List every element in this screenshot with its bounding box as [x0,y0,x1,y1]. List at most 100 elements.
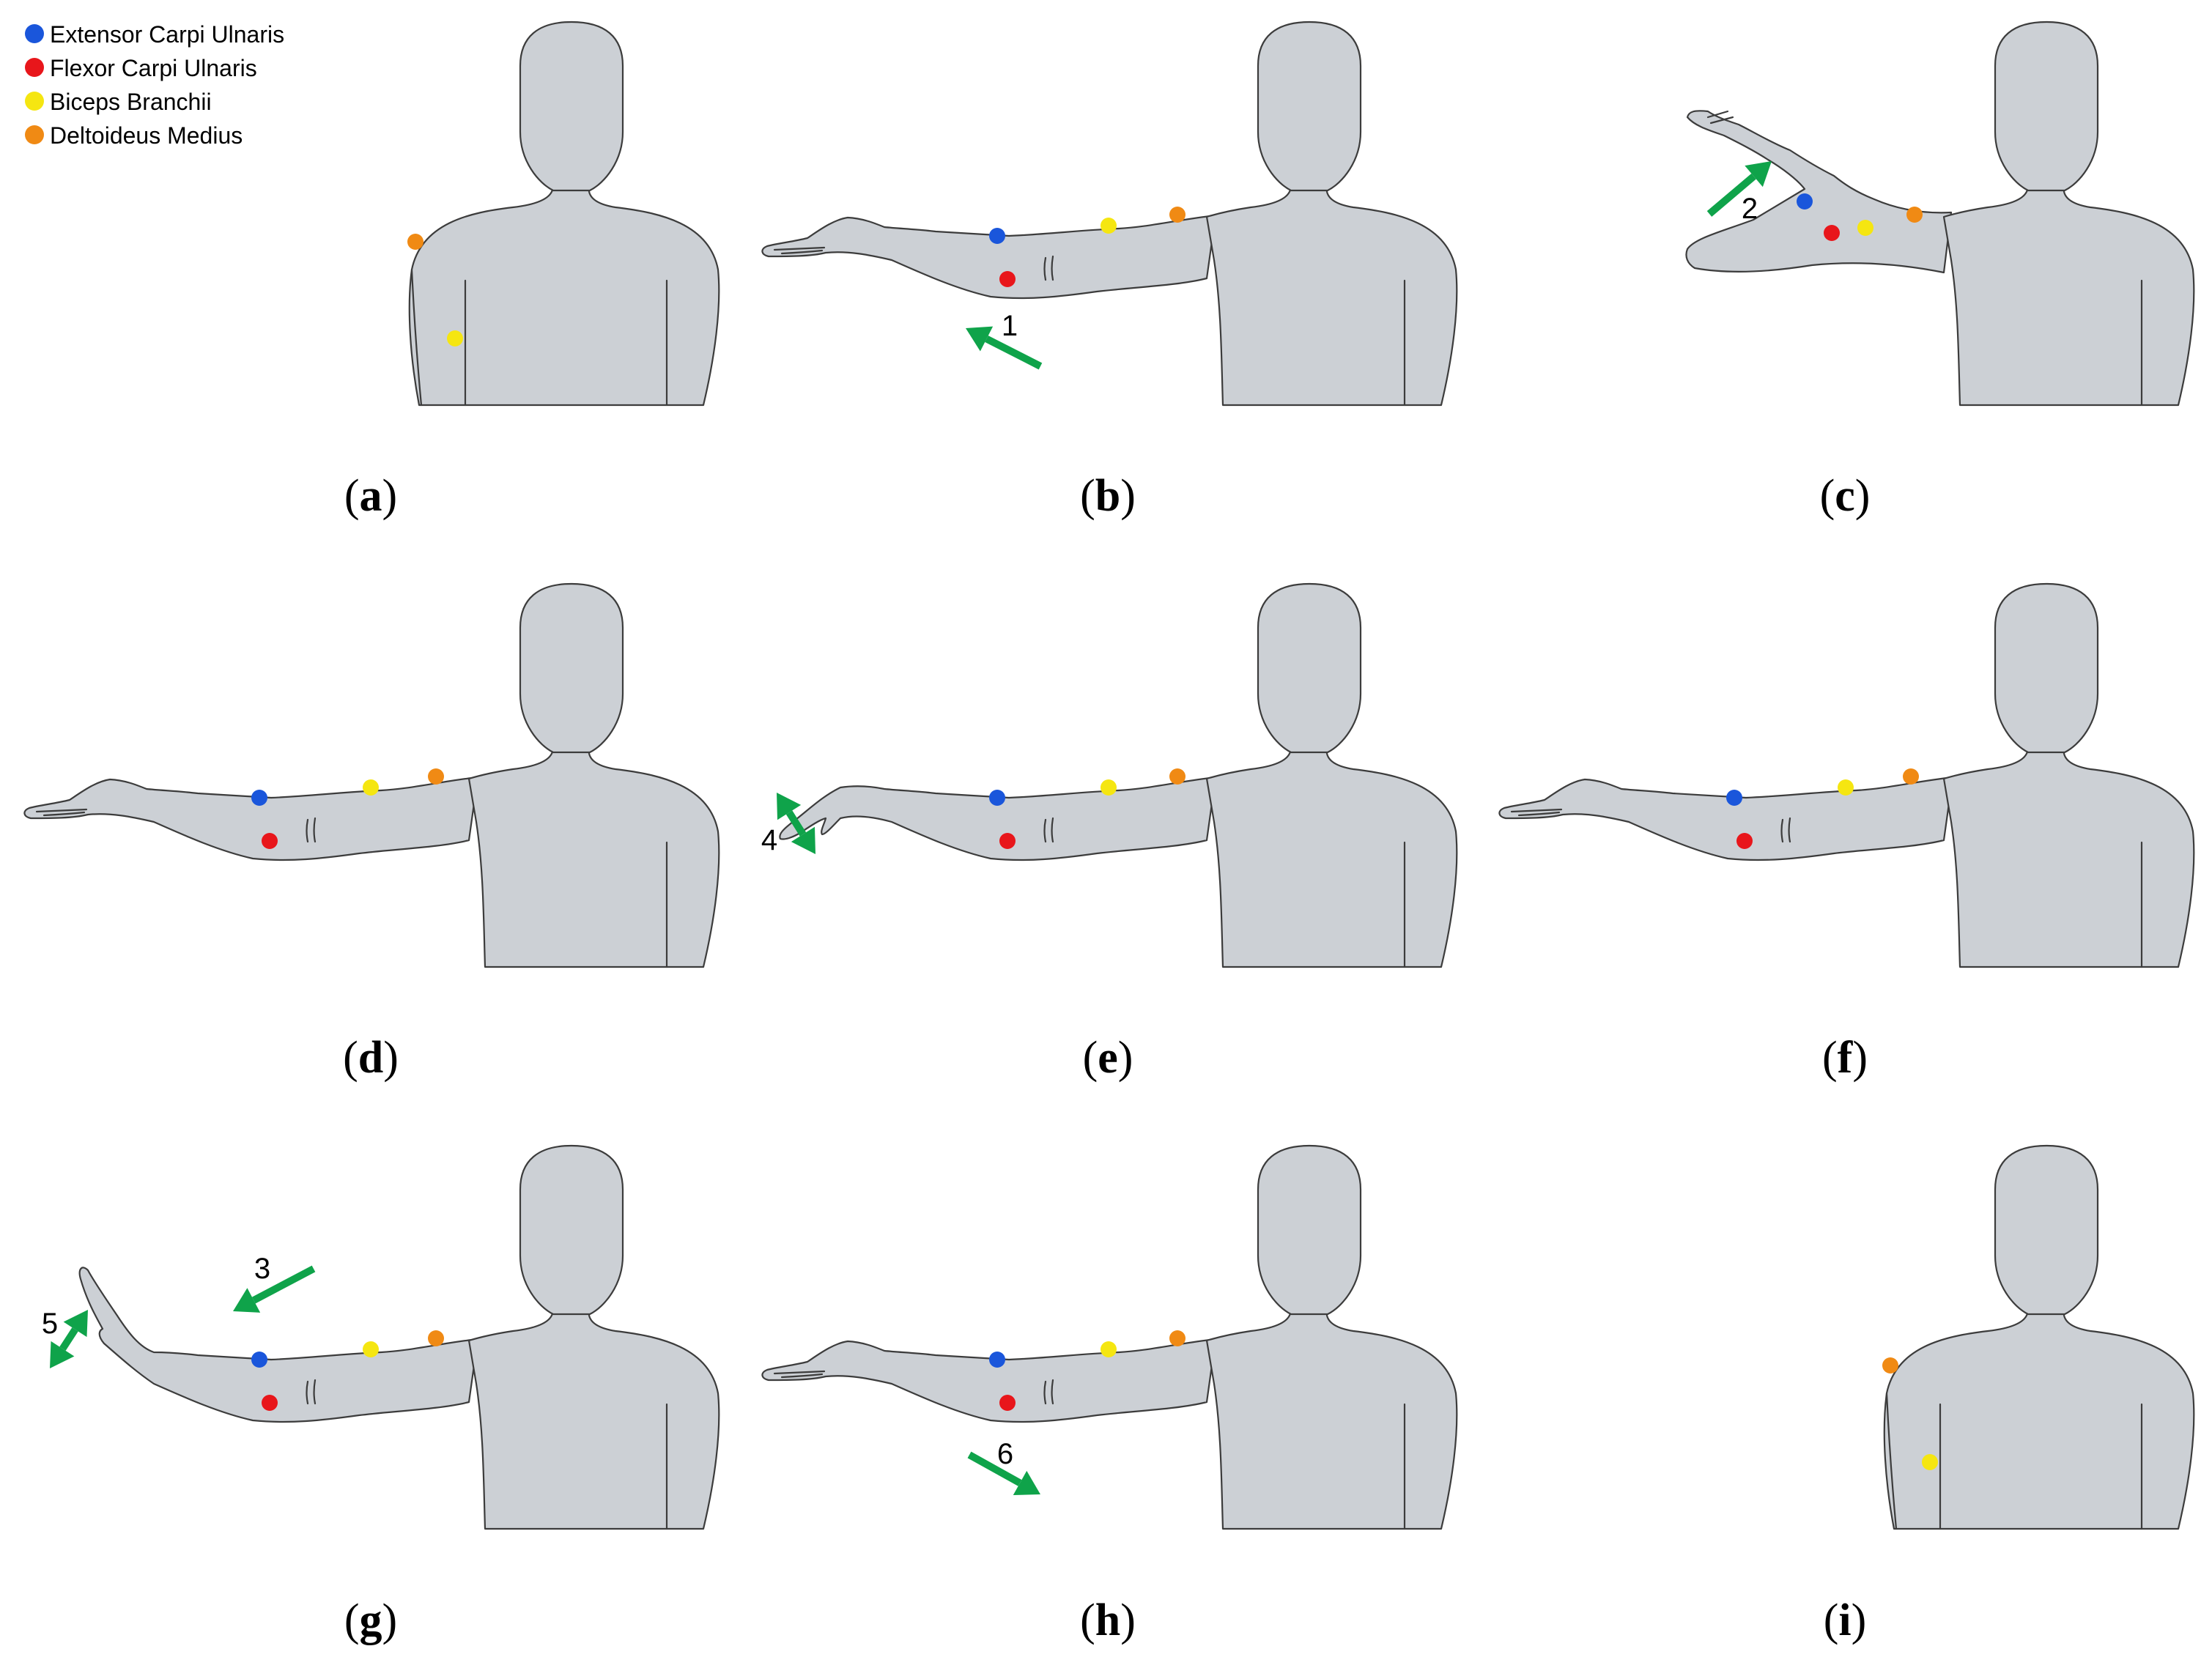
arrow-head [63,1310,88,1338]
step-number: 5 [42,1308,58,1340]
caption-open: ( [1080,1595,1095,1645]
electrode-marker [1169,207,1185,223]
step-number: 3 [254,1253,270,1285]
arm-shape [761,1338,1217,1423]
electrode-marker [1101,779,1117,796]
torso-shape [1205,166,1458,407]
electrode-marker [363,1341,379,1357]
arrow-head [233,1288,261,1313]
head-shape [1994,582,2099,754]
panel-a: (a) [344,21,720,521]
head-shape [1994,1144,2099,1316]
panel-h: 6(h) [761,1144,1458,1645]
movement-arrow [251,1265,316,1304]
movement-arrow [785,810,807,837]
electrode-marker [1726,790,1742,806]
contour-line [306,818,309,843]
torso-shape [1883,1289,2195,1530]
torso-shape [467,1289,720,1530]
caption-letter: a [360,471,382,521]
contour-line [1043,256,1047,281]
arrow-head [791,826,815,854]
caption-open: ( [344,1595,360,1645]
caption-letter: e [1098,1033,1118,1083]
arm-shape [78,1267,479,1423]
caption-letter: g [360,1595,382,1645]
contour-line [773,1370,826,1375]
contour-line [1051,1379,1054,1405]
legend-label: Flexor Carpi Ulnaris [50,55,257,81]
panel-c: 2 (c) [1685,21,2195,521]
contour-line [410,268,423,407]
head-shape [519,1144,624,1316]
panel-caption: (i) [1824,1595,1867,1645]
torso-shape [1205,727,1458,968]
step-number: 2 [1742,193,1758,225]
electrode-marker [999,833,1016,849]
panel-g: 5 (g) [42,1144,720,1645]
panels: (a)1(b)2(c)3(d)4(e)(f)5(g)6(h)(i) [23,21,2195,1645]
caption-letter: b [1095,471,1120,521]
contour-line [313,817,317,843]
movement-arrow [967,1451,1022,1486]
step-number: 1 [1002,310,1018,342]
contour-line [306,1380,309,1405]
contour-line [1709,116,1734,125]
arrow-head [1013,1470,1040,1496]
head-shape [1257,1144,1362,1316]
electrode-marker [262,1395,278,1411]
caption-close: ) [382,1595,398,1645]
panel-caption: (d) [343,1033,399,1083]
torso-shape [408,166,720,407]
caption-letter: d [358,1033,383,1083]
panel-caption: (b) [1080,471,1136,521]
electrode-marker [262,833,278,849]
electrode-marker [1922,1454,1938,1470]
torso-shape [467,727,720,968]
legend-label: Extensor Carpi Ulnaris [50,21,284,48]
arrow-head [966,326,994,352]
electrode-marker [989,790,1005,806]
arm-shape [761,214,1217,300]
panel-caption: (g) [344,1595,397,1645]
electrode-marker [1736,833,1753,849]
electrode-marker [1903,768,1919,785]
torso-shape [1942,727,2195,968]
electrode-marker [1906,207,1923,223]
contour-line [35,808,88,813]
contour-line [1706,110,1729,119]
arm-shape [1685,110,1953,274]
electrode-marker [363,779,379,796]
caption-open: ( [343,1033,358,1083]
electrode-marker [1838,779,1854,796]
electrode-marker [428,1330,444,1346]
caption-letter: h [1095,1595,1120,1645]
arm-shape [23,776,479,861]
head-shape [519,582,624,754]
movement-arrow [59,1327,78,1351]
contour-line [1051,817,1054,843]
caption-open: ( [1824,1595,1839,1645]
electrode-marker [1101,218,1117,234]
electrode-marker [1101,1341,1117,1357]
caption-close: ) [1120,471,1136,521]
caption-close: ) [1852,1033,1868,1083]
electrode-marker [447,330,463,346]
caption-letter: i [1838,1595,1851,1645]
legend-marker [25,58,44,77]
caption-close: ) [382,471,398,521]
caption-open: ( [1820,471,1835,521]
panel-caption: (h) [1080,1595,1136,1645]
contour-line [1517,811,1561,817]
electrode-marker [989,228,1005,244]
contour-line [1780,818,1784,843]
caption-letter: f [1838,1033,1854,1083]
arrow-head [777,793,802,820]
electrode-marker [999,271,1016,287]
electrode-marker [1882,1357,1898,1374]
panel-d: 3 (d) [23,582,720,1313]
panel-caption: (c) [1820,471,1871,521]
legend-marker [25,92,44,111]
